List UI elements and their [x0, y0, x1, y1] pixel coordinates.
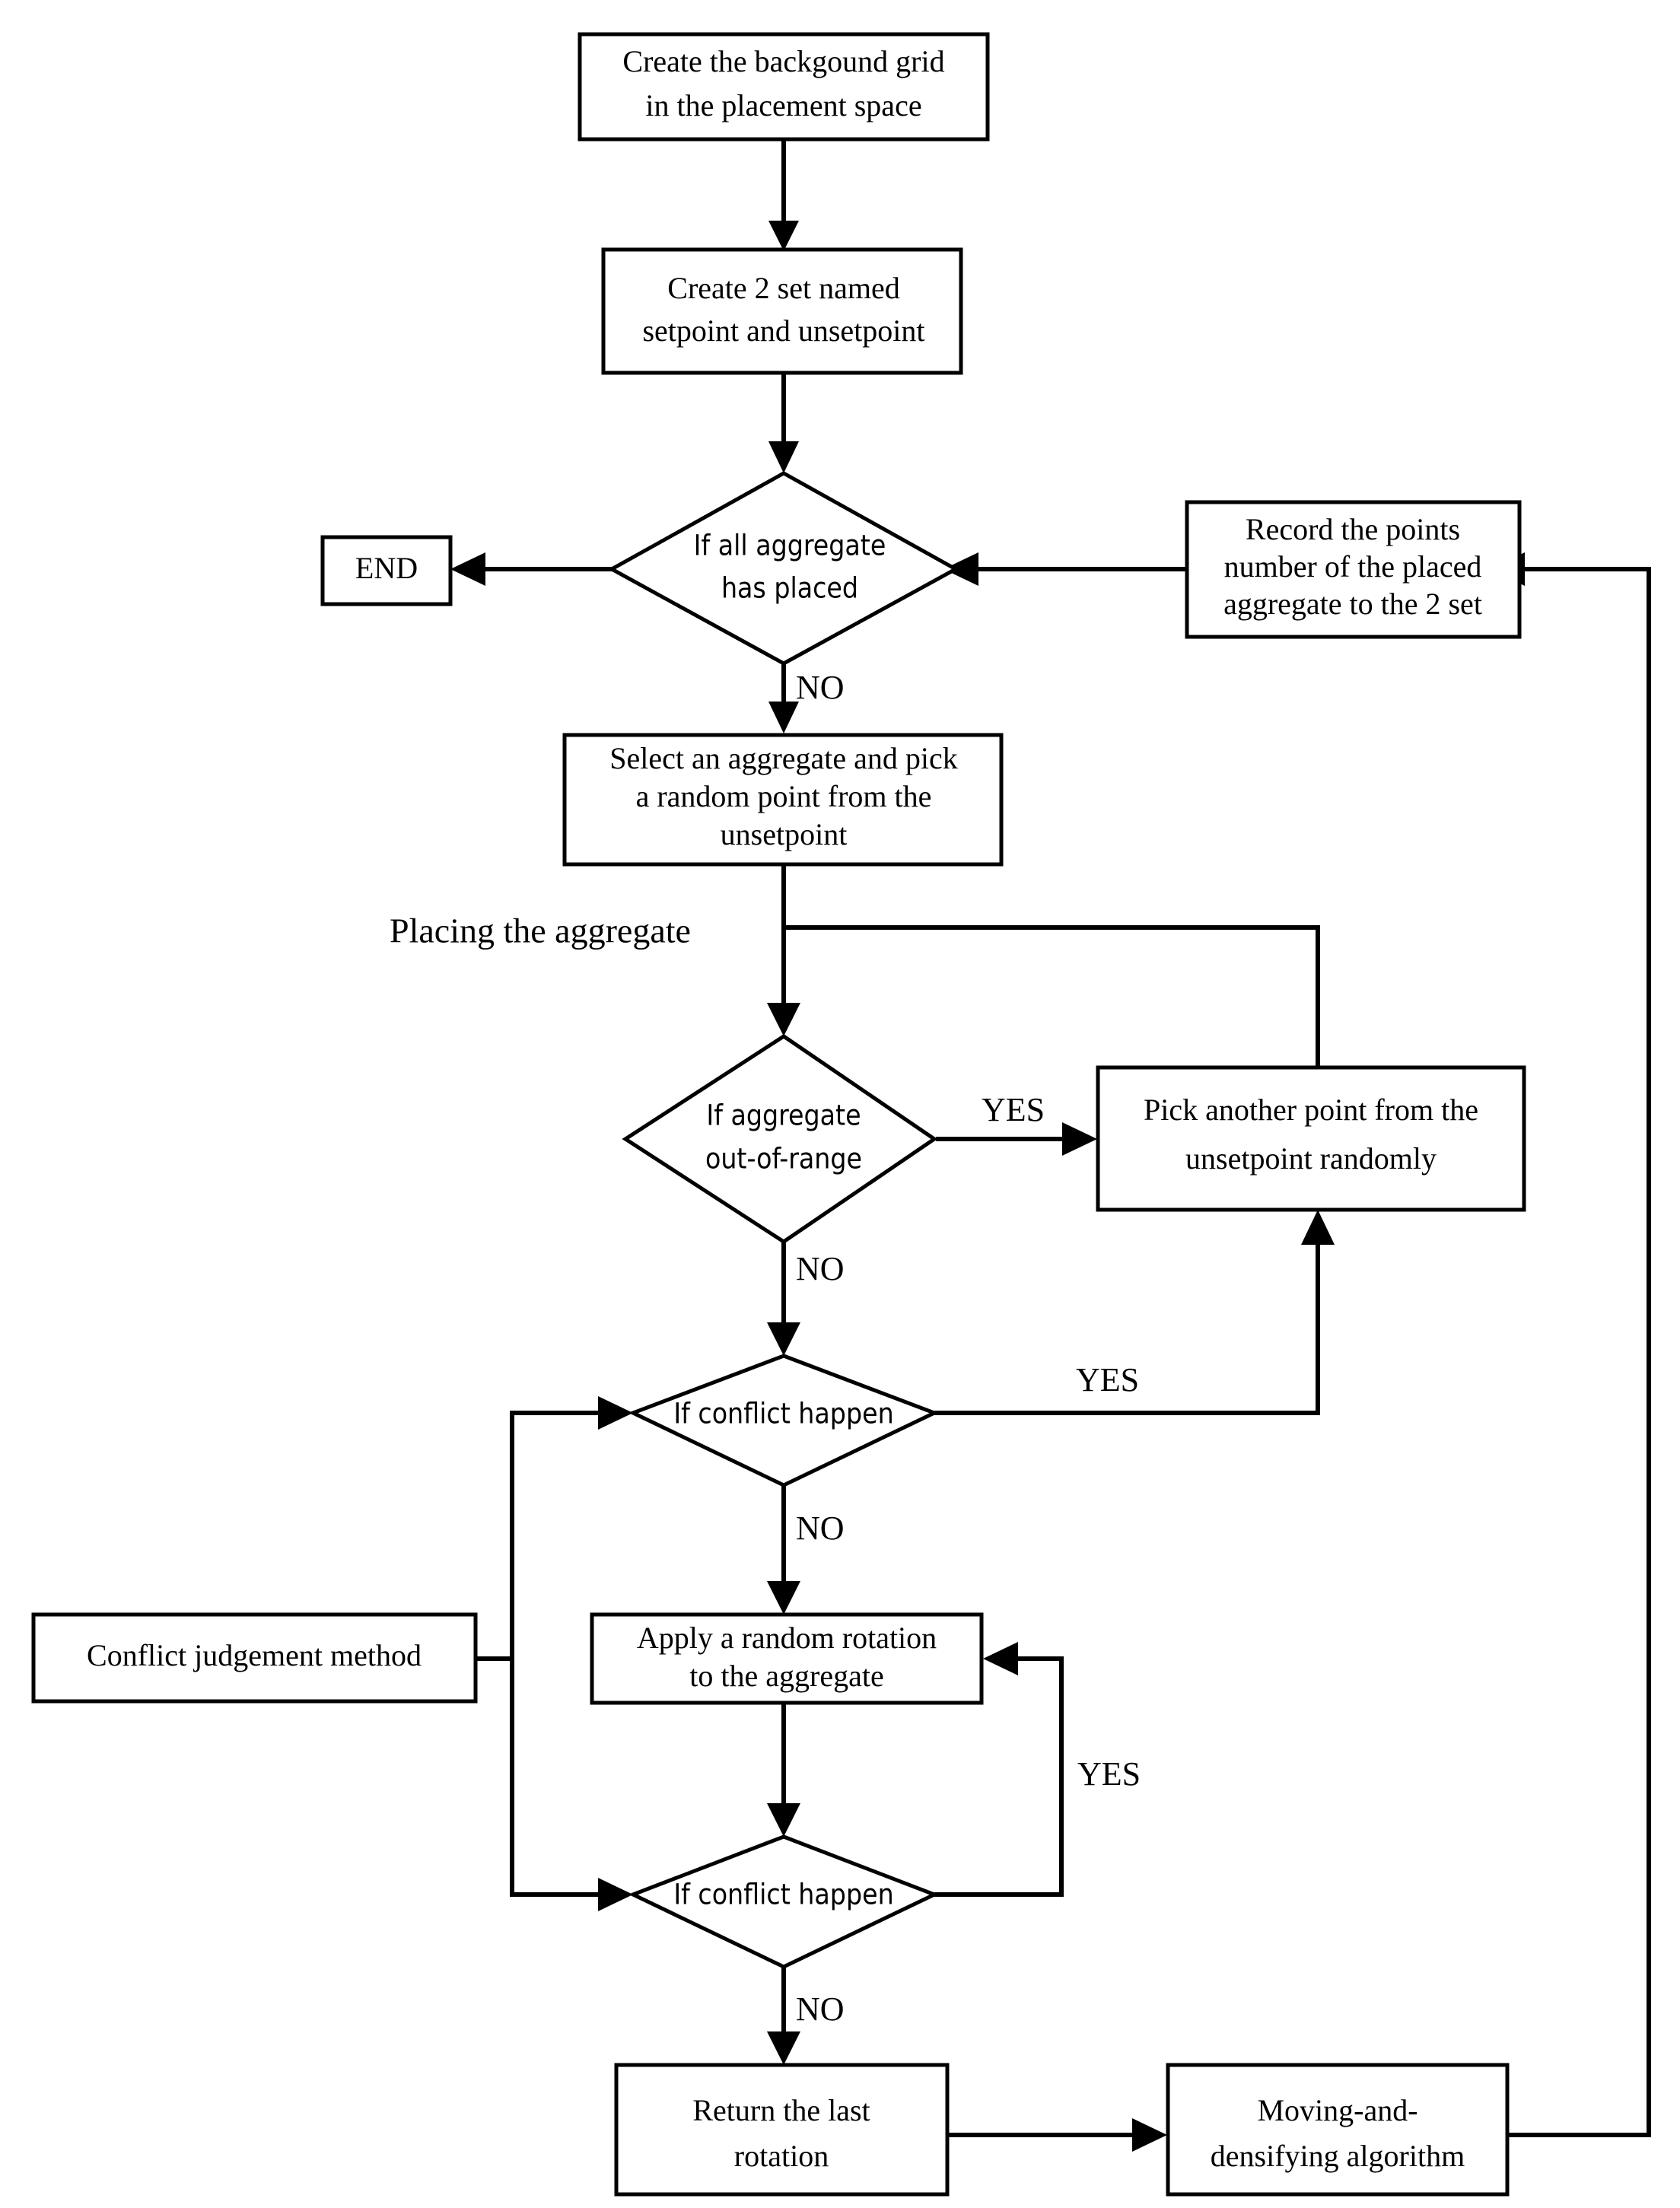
node-return-rotation-shape[interactable]	[614, 2063, 950, 2197]
edge-conflict1-yes-to-pick-another	[934, 1234, 1320, 1415]
node-return-rotation-line-1: Return the last	[692, 2093, 870, 2127]
arrow-head-all-placed	[768, 441, 799, 473]
arrow-head-conflict-2-top	[767, 1803, 800, 1837]
arrow-head-return-rotation	[767, 2031, 800, 2065]
node-conflict-judgement-method-shape[interactable]	[31, 1612, 478, 1704]
node-create-grid-shape[interactable]	[578, 32, 990, 142]
node-return-rotation[interactable]: Return the last rotation	[614, 2063, 950, 2197]
node-moving-densifying[interactable]: Moving-and- densifying algorithm	[1166, 2063, 1510, 2197]
arrow-head-end	[450, 552, 485, 586]
arrow-head-conflict-2-left	[598, 1878, 633, 1911]
node-moving-densifying-shape[interactable]	[1166, 2063, 1510, 2197]
edge-moving-to-record-points	[1507, 567, 1651, 2137]
node-record-points-line-2: number of the placed	[1224, 549, 1482, 584]
section-label-placing-the-aggregate: Placing the aggregate	[390, 912, 691, 950]
node-conflict-1[interactable]: If conflict happen	[628, 1354, 940, 1487]
node-all-placed[interactable]: If all aggregate has placed	[607, 471, 960, 666]
node-pick-another-point-line-2: unsetpoint randomly	[1185, 1141, 1437, 1176]
node-create-grid-line-2: in the placement space	[645, 88, 921, 122]
node-pick-another-point-line-1: Pick another point from the	[1144, 1093, 1478, 1127]
arrow-head-conflict-1-top	[767, 1322, 800, 1356]
arrow-head-apply-rotation	[767, 1581, 800, 1615]
edge-label-no-conflict-1: NO	[796, 1510, 845, 1547]
arrow-head-all-placed-right	[943, 552, 978, 586]
edges-layer	[450, 139, 1651, 2152]
node-create-sets-line-1: Create 2 set named	[667, 271, 899, 305]
arrow-head-select-aggregate	[768, 702, 799, 733]
edge-label-no-conflict-2: NO	[796, 1990, 845, 2028]
node-out-of-range[interactable]: If aggregate out-of-range	[622, 1033, 938, 1245]
node-create-sets-line-2: setpoint and unsetpoint	[642, 313, 924, 348]
node-select-aggregate-line-1: Select an aggregate and pick	[609, 741, 958, 775]
node-conflict-judgement-method[interactable]: Conflict judgement method	[31, 1612, 478, 1704]
arrow-head-conflict-1-left	[598, 1396, 633, 1430]
node-end-shape[interactable]	[320, 535, 453, 606]
node-all-placed-shape[interactable]	[607, 471, 960, 666]
node-create-grid-line-1: Create the backgound grid	[622, 44, 944, 78]
node-conflict-2[interactable]: If conflict happen	[628, 1834, 940, 1969]
section-labels-layer: Placing the aggregate	[390, 912, 691, 950]
edge-placing-branch-to-pick-another	[784, 925, 1320, 1067]
node-out-of-range-shape[interactable]	[622, 1033, 938, 1245]
node-record-points-line-1: Record the points	[1246, 512, 1460, 546]
node-return-rotation-line-2: rotation	[734, 2139, 829, 2173]
arrow-head-create-sets	[768, 221, 799, 251]
arrow-head-out-of-range	[767, 1003, 800, 1036]
node-out-of-range-line-1: If aggregate	[706, 1099, 861, 1132]
node-conflict-1-label: If conflict happen	[673, 1398, 893, 1430]
node-pick-another-point-shape[interactable]	[1096, 1065, 1526, 1212]
node-pick-another-point[interactable]: Pick another point from the unsetpoint r…	[1096, 1065, 1526, 1212]
edge-label-yes-conflict-2: YES	[1077, 1755, 1141, 1793]
node-create-sets[interactable]: Create 2 set named setpoint and unsetpoi…	[601, 247, 963, 375]
node-create-sets-shape[interactable]	[601, 247, 963, 375]
node-conflict-2-label: If conflict happen	[673, 1879, 893, 1911]
node-all-placed-line-1: If all aggregate	[694, 530, 886, 562]
node-apply-rotation-line-1: Apply a random rotation	[637, 1621, 937, 1655]
node-select-aggregate-shape[interactable]	[562, 733, 1004, 867]
edge-label-no-out-of-range: NO	[796, 1250, 845, 1287]
node-apply-rotation-line-2: to the aggregate	[689, 1659, 883, 1693]
node-moving-densifying-line-1: Moving-and-	[1257, 2093, 1418, 2127]
edge-label-yes-conflict-1: YES	[1076, 1361, 1139, 1398]
edge-labels-layer: NO YES NO YES NO YES NO	[796, 669, 1141, 2028]
node-conflict-1-shape[interactable]	[628, 1354, 940, 1487]
node-select-aggregate-line-3: unsetpoint	[721, 817, 848, 851]
arrow-head-pick-another-point	[1062, 1122, 1097, 1156]
node-conflict-2-shape[interactable]	[628, 1834, 940, 1969]
edge-label-no-all-placed: NO	[796, 669, 845, 706]
edge-label-yes-out-of-range: YES	[982, 1091, 1045, 1128]
edge-left-spine-upper	[510, 1411, 605, 1659]
node-record-points[interactable]: Record the points number of the placed a…	[1185, 500, 1522, 639]
node-end[interactable]: END	[320, 535, 453, 606]
arrow-head-apply-rotation-right	[983, 1642, 1018, 1675]
node-apply-rotation[interactable]: Apply a random rotation to the aggregate	[590, 1612, 984, 1705]
node-select-aggregate-line-2: a random point from the	[636, 779, 932, 813]
node-select-aggregate[interactable]: Select an aggregate and pick a random po…	[562, 733, 1004, 867]
edge-conflict2-yes-to-apply-rotation	[934, 1656, 1064, 1897]
nodes-layer: Create the backgound grid in the placeme…	[31, 32, 1526, 2197]
node-record-points-line-3: aggregate to the 2 set	[1223, 587, 1482, 621]
node-record-points-shape[interactable]	[1185, 500, 1522, 639]
node-out-of-range-line-2: out-of-range	[705, 1143, 862, 1176]
node-all-placed-line-2: has placed	[721, 572, 858, 605]
arrow-head-pick-another-point-bottom	[1301, 1210, 1335, 1245]
arrow-head-moving-densifying	[1132, 2118, 1167, 2152]
node-apply-rotation-shape[interactable]	[590, 1612, 984, 1705]
node-conflict-judgement-method-label: Conflict judgement method	[87, 1638, 422, 1672]
edge-left-spine-lower	[510, 1659, 605, 1897]
node-create-grid[interactable]: Create the backgound grid in the placeme…	[578, 32, 990, 142]
node-moving-densifying-line-2: densifying algorithm	[1211, 2139, 1465, 2173]
node-end-label: END	[355, 551, 418, 585]
